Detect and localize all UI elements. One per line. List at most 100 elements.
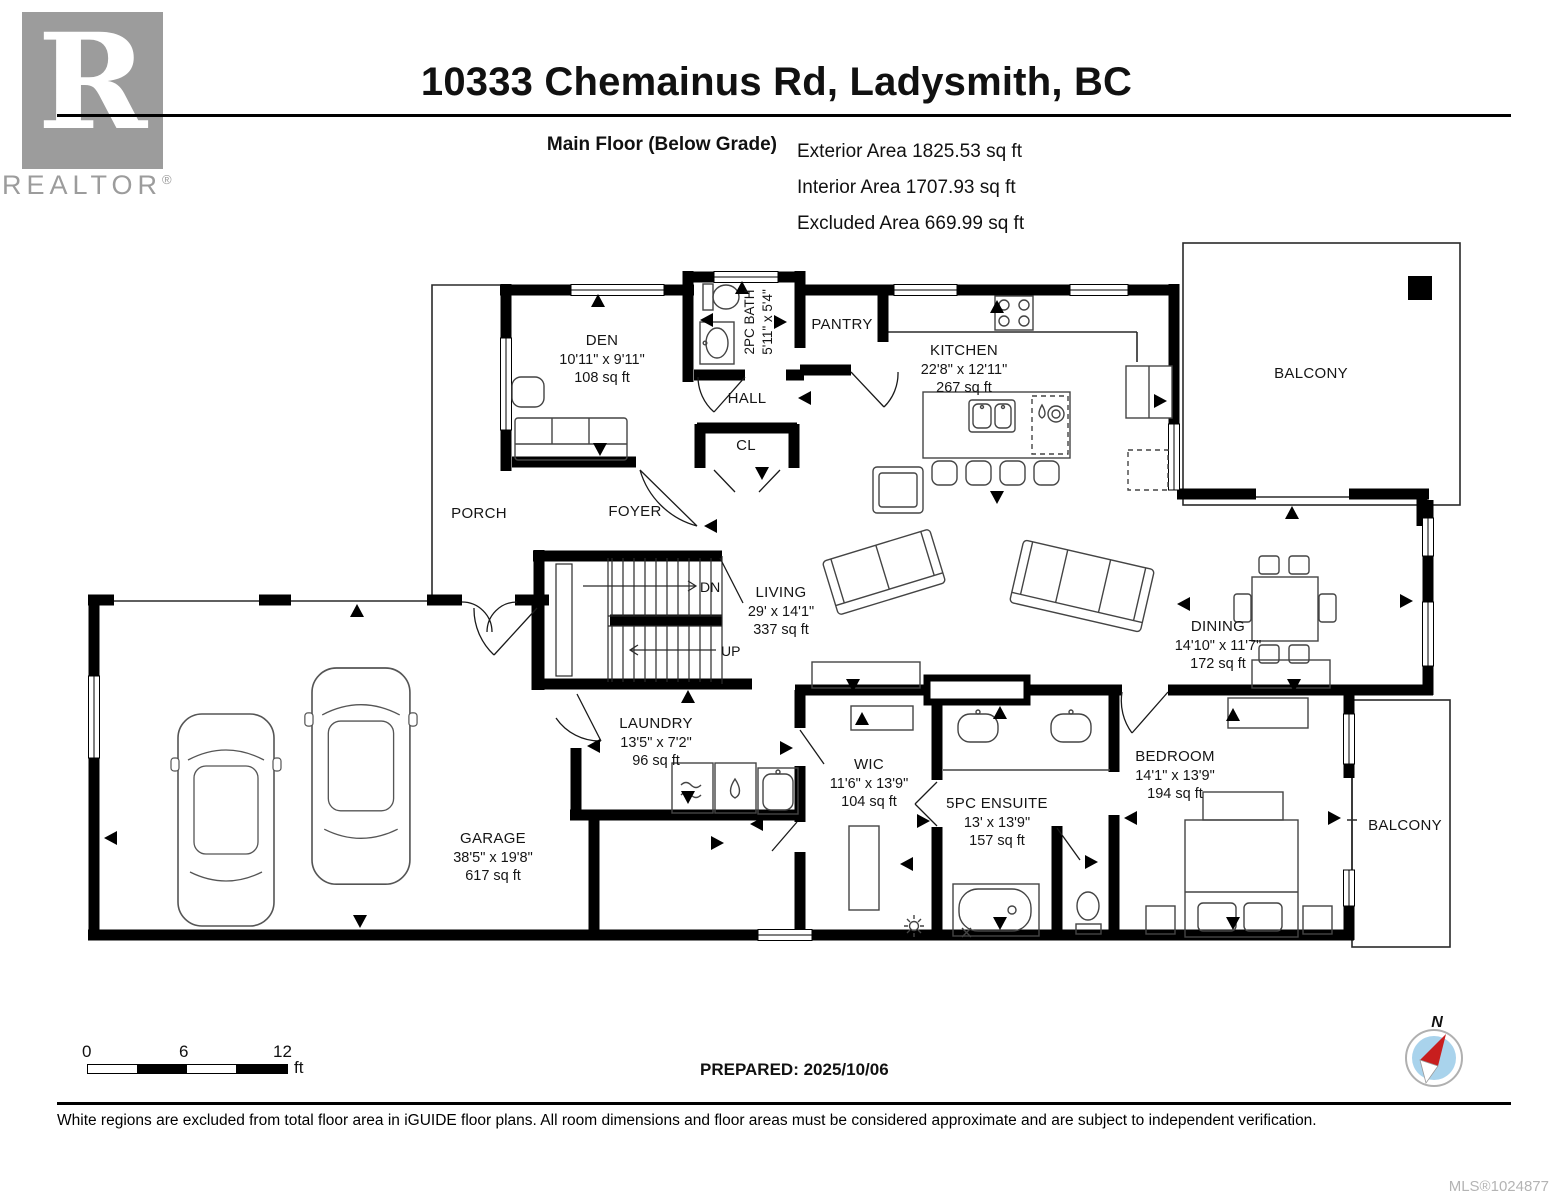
- stairs-up-label: UP: [721, 643, 741, 659]
- wic-shelf: [848, 825, 880, 911]
- appliance-dashed: [1127, 449, 1169, 491]
- interior-area: Interior Area 1707.93 sq ft: [797, 177, 1016, 198]
- balcony-post: [1408, 276, 1432, 300]
- stairs-down-label: DN: [700, 579, 721, 595]
- floor-label: Main Floor (Below Grade): [546, 134, 777, 155]
- area-summary: Exterior Area 1825.53 sq ft Interior Are…: [797, 134, 1024, 242]
- bar-stools: [931, 460, 1060, 486]
- compass-north-label: N: [1431, 1014, 1443, 1031]
- mls-number: MLS®1024877: [1448, 1178, 1549, 1195]
- window: [500, 337, 512, 431]
- room-label-hall: HALL: [727, 390, 767, 407]
- window: [713, 271, 779, 283]
- stairs-down-path: [583, 580, 698, 592]
- staircase: [555, 556, 723, 684]
- footer-divider: [57, 1102, 1511, 1105]
- toilet-icon: [702, 283, 740, 311]
- fireplace: [923, 674, 1031, 706]
- walls: [88, 271, 1434, 941]
- scale-bar-segments: [87, 1064, 288, 1074]
- window: [570, 284, 665, 296]
- room-label-balcony-top: BALCONY: [1274, 365, 1348, 382]
- car-icon: [304, 667, 418, 886]
- ensuite-vanity: [943, 709, 1110, 771]
- scale-unit: ft: [294, 1058, 304, 1077]
- stairs-up-path: [628, 644, 716, 656]
- pantry-door: [850, 371, 899, 408]
- window: [88, 675, 100, 759]
- ensuite-doors: [914, 781, 938, 827]
- dishwasher-icon: [1031, 395, 1069, 455]
- scale-tick: 6: [179, 1042, 189, 1061]
- den-sofa-icon: [514, 417, 628, 461]
- disclaimer-text: White regions are excluded from total fl…: [57, 1112, 1317, 1129]
- window: [1422, 601, 1434, 667]
- hall-door: [771, 821, 798, 852]
- armchair-icon: [872, 466, 924, 514]
- realtor-logo-r: R: [37, 5, 148, 160]
- window: [1343, 869, 1355, 907]
- entry-double-door: [461, 601, 518, 633]
- room-label-foyer: FOYER: [608, 503, 662, 520]
- living-sofa-icon: [822, 529, 946, 615]
- window: [893, 284, 958, 296]
- bath-door: [697, 376, 746, 413]
- stairs-door: [719, 557, 744, 604]
- nightstand-icon: [1302, 905, 1333, 935]
- thin-structure: [114, 242, 1461, 948]
- laundry-sink-icon: [757, 767, 799, 815]
- wc-door: [1056, 827, 1081, 861]
- window: [1422, 517, 1434, 557]
- furniture: [170, 283, 1337, 938]
- closet-doors: [713, 469, 781, 493]
- balcony-top-outline: [1182, 242, 1461, 506]
- bed-icon: [1184, 819, 1299, 938]
- prepared-date: PREPARED: 2025/10/06: [700, 1060, 889, 1079]
- wic-door: [799, 729, 825, 765]
- camera-arrows: [104, 281, 1413, 930]
- dining-table-icon: [1233, 555, 1337, 664]
- den-chair-icon: [511, 376, 545, 408]
- bathtub-icon: [952, 883, 1040, 938]
- scale-tick: 0: [82, 1042, 92, 1061]
- window: [1343, 713, 1355, 765]
- balcony-slider-line: [1347, 778, 1357, 870]
- scale-tick: 12: [273, 1042, 292, 1061]
- dryer-icon: [714, 762, 757, 814]
- room-label-balcony-right: BALCONY: [1368, 817, 1442, 834]
- compass-icon: [1405, 1029, 1463, 1087]
- doors: [461, 371, 1169, 861]
- realtor-logo: R: [22, 5, 163, 169]
- laundry-door: [555, 693, 602, 742]
- light-icon: [904, 915, 924, 937]
- wic-shelf: [850, 705, 914, 731]
- car-icon: [170, 713, 282, 927]
- excluded-area: Excluded Area 669.99 sq ft: [797, 213, 1025, 234]
- kitchen-counter-line: [887, 331, 1138, 362]
- bed-bench-icon: [1202, 791, 1284, 821]
- exterior-area: Exterior Area 1825.53 sq ft: [797, 141, 1022, 162]
- scale-bar: 0 6 12 ft: [82, 1042, 407, 1082]
- dresser-icon: [1227, 697, 1309, 729]
- window: [757, 929, 813, 941]
- fridge-icon: [1125, 365, 1173, 419]
- garage-door: [473, 607, 538, 656]
- wc-toilet-icon: [1075, 891, 1102, 935]
- page-title: 10333 Chemainus Rd, Ladysmith, BC: [420, 60, 1133, 104]
- bedroom-door: [1120, 691, 1169, 734]
- room-label-closet: CL: [736, 437, 756, 454]
- bath-sink-icon: [699, 321, 735, 365]
- window: [1168, 423, 1180, 491]
- room-label-pantry: PANTRY: [811, 316, 873, 333]
